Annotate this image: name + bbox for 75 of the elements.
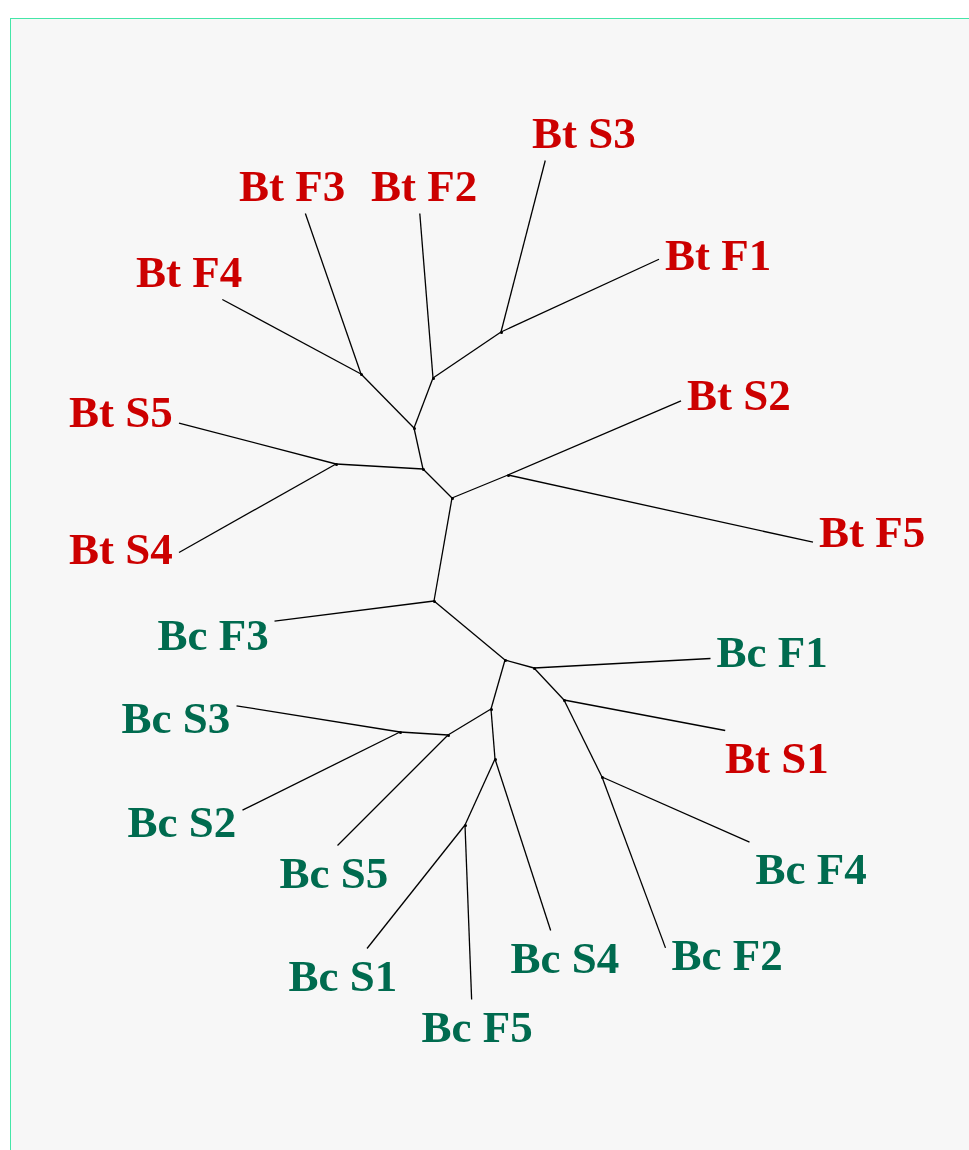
taxon-label: Bt F1 (662, 230, 775, 280)
taxon-label: Bt S2 (684, 370, 794, 420)
tree-branch (533, 657, 712, 669)
tree-branch (178, 463, 337, 554)
tree-branch (360, 373, 415, 429)
taxon-label: Bt F2 (368, 161, 481, 211)
tree-branch (464, 758, 496, 826)
tree-branch (432, 331, 502, 379)
branch-point (600, 775, 604, 779)
tree-branch (563, 699, 603, 778)
tree-branch (273, 600, 435, 622)
taxon-label: Bc F2 (668, 930, 786, 980)
branch-point (432, 599, 436, 603)
branch-point (412, 426, 416, 430)
taxon-label: Bt S1 (722, 733, 832, 783)
branch-point (431, 376, 435, 380)
tree-branch (304, 212, 362, 375)
taxon-label: Bc S4 (507, 933, 623, 983)
tree-branch (413, 427, 424, 470)
tree-branch (507, 400, 682, 476)
branch-point (532, 666, 536, 670)
branch-point (450, 496, 454, 500)
branch-point (499, 330, 503, 334)
taxon-label: Bc S3 (118, 693, 234, 743)
taxon-label: Bt F3 (236, 161, 349, 211)
tree-branch (335, 463, 424, 470)
taxon-label: Bt F5 (816, 507, 929, 557)
tree-branch (504, 659, 535, 669)
tree-branch (563, 699, 726, 732)
branch-point (421, 467, 425, 471)
taxon-label: Bc F1 (713, 627, 831, 677)
tree-branch (490, 708, 496, 760)
branch-point (446, 733, 450, 737)
branch-point (503, 658, 507, 662)
tree-branch (235, 705, 401, 733)
taxon-label: Bt S4 (66, 524, 176, 574)
branch-point (562, 698, 566, 702)
tree-branch (178, 422, 337, 465)
tree-branch (336, 734, 449, 847)
tree-branch (241, 731, 401, 811)
taxon-label: Bt S5 (66, 387, 176, 437)
tree-branch (447, 708, 492, 736)
tree-branch (399, 731, 449, 736)
tree-branch (221, 298, 362, 375)
taxon-label: Bc S2 (124, 797, 240, 847)
taxon-label: Bc F4 (752, 844, 870, 894)
taxon-label: Bc F3 (154, 610, 272, 660)
tree-branch (422, 468, 453, 499)
branch-point (493, 757, 497, 761)
tree-branch (507, 474, 814, 543)
tree-branch (500, 258, 660, 333)
tree-branch (500, 159, 546, 333)
branch-point (506, 473, 510, 477)
taxon-label: Bc S5 (276, 848, 392, 898)
tree-branch (451, 474, 509, 499)
tree-branch (464, 824, 473, 1001)
tree-branch (366, 824, 466, 950)
branch-point (463, 823, 467, 827)
branch-point (489, 707, 493, 711)
tree-branch (601, 776, 667, 949)
branch-point (398, 730, 402, 734)
tree-branch (601, 776, 751, 843)
taxon-label: Bt S3 (529, 108, 639, 158)
tree-branch (433, 497, 453, 602)
branch-point (334, 462, 338, 466)
tree-branch (433, 600, 506, 661)
tree-branch (490, 659, 506, 710)
branch-point (359, 372, 363, 376)
tree-branch (533, 667, 565, 701)
tree-branch (419, 212, 434, 379)
taxon-label: Bt F4 (133, 247, 246, 297)
tree-branch (494, 758, 552, 932)
tree-branch (413, 377, 434, 429)
taxon-label: Bc F5 (418, 1002, 536, 1052)
taxon-label: Bc S1 (285, 951, 401, 1001)
